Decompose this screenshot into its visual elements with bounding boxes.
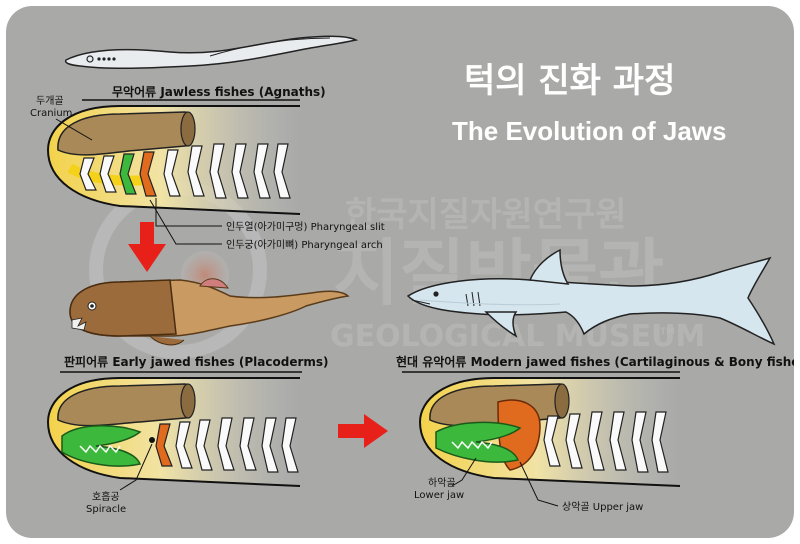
lower-jaw-label-en: Lower jaw <box>414 490 464 501</box>
placoderm-gill-arches <box>155 417 299 473</box>
title-korean: 턱의 진화 과정 <box>464 61 675 101</box>
placoderm-illustration <box>69 278 350 346</box>
modern-gill-arches <box>543 411 669 473</box>
cranium-pointer <box>55 118 93 141</box>
modern-heading: 현대 유악어류 Modern jawed fishes (Cartilagino… <box>396 354 794 369</box>
pharyngeal-slit-pointer <box>155 198 222 227</box>
lower-jaw <box>435 421 522 463</box>
lower-jaw-label-ko: 하악골 <box>428 476 456 489</box>
watermark-tm: TM <box>660 327 675 337</box>
spiracle-hole <box>149 437 155 443</box>
spiracle-label-en: Spiracle <box>86 504 126 515</box>
shark-illustration <box>406 248 776 346</box>
watermark-korean-top: 한국지질자원연구원 <box>345 195 627 235</box>
spiracle-label-ko: 호흡공 <box>92 490 120 503</box>
lamprey-eye-icon <box>86 55 94 63</box>
cranium-label-en: Cranium <box>30 108 72 119</box>
lower-jaw-pointer <box>451 457 477 487</box>
pharyngeal-arch-label: 인두궁(아가미뼈) Pharyngeal arch <box>226 239 383 251</box>
placoderm-head-diagram <box>46 377 301 487</box>
pharyngeal-slit-label: 인두열(아가미구멍) Pharyngeal slit <box>226 221 385 233</box>
diagram-panel: 한국지질자원연구원 지질박물관 GEOLOGICAL MUSEUM TM 턱의 … <box>6 6 794 538</box>
spiracle-pointer <box>119 443 153 491</box>
red-down-arrow-icon <box>128 222 166 272</box>
title-english: The Evolution of Jaws <box>452 116 726 146</box>
lamprey-illustration <box>64 35 359 70</box>
placoderm-jaw <box>61 425 142 467</box>
red-right-arrow-icon <box>338 414 388 448</box>
watermark-english: GEOLOGICAL MUSEUM <box>330 319 705 354</box>
jawless-heading: 무악어류 Jawless fishes (Agnaths) <box>112 84 326 99</box>
placoderm-heading: 판피어류 Early jawed fishes (Placoderms) <box>64 354 329 369</box>
cranium-label-ko: 두개골 <box>36 95 64 107</box>
pharyngeal-arch-pointer <box>149 199 222 245</box>
upper-jaw-pointer <box>519 461 559 507</box>
upper-jaw-label: 상악골 Upper jaw <box>562 501 643 513</box>
jaw-evolution-diagram: 한국지질자원연구원 지질박물관 GEOLOGICAL MUSEUM TM 턱의 … <box>30 35 794 515</box>
jawless-gill-arches <box>79 143 291 199</box>
shark-eye-icon <box>433 291 439 297</box>
